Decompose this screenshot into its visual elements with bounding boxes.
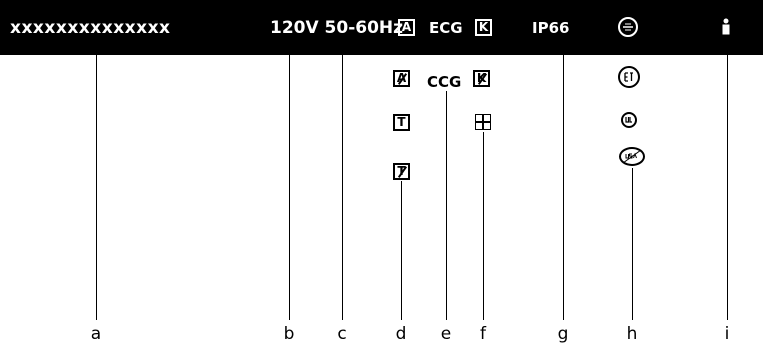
leader-line-b [289, 55, 290, 320]
callout-g: g [557, 324, 569, 344]
leader-line-c [342, 55, 343, 320]
callout-c: c [337, 324, 347, 344]
a-class-struck-box: A [393, 70, 410, 87]
leader-line-d [401, 181, 402, 320]
ip-rating: IP66 [532, 19, 570, 37]
person-icon [722, 18, 730, 35]
grid-cross-icon [475, 114, 491, 130]
callout-b: b [283, 324, 295, 344]
k-class-struck-box: K [473, 70, 490, 87]
leader-line-h [632, 168, 633, 320]
voltage-rating: 120V 50-60Hz [270, 18, 404, 38]
callout-i: i [724, 324, 730, 344]
a-class-box: A [398, 19, 415, 36]
label-header-band: xxxxxxxxxxxxxx 120V 50-60Hz A ECG K IP66 [0, 0, 763, 55]
ecg-label: ECG [429, 19, 463, 37]
ul-mark-icon [621, 112, 637, 128]
leader-line-i [727, 55, 728, 320]
leader-line-g [563, 55, 564, 320]
model-code: xxxxxxxxxxxxxx [10, 18, 171, 38]
leader-line-f [483, 132, 484, 320]
callout-e: e [440, 324, 452, 344]
callout-f: f [480, 324, 486, 344]
k-class-box: K [475, 19, 492, 36]
usa-made-icon [619, 147, 645, 166]
leader-line-a [96, 55, 97, 320]
t-class-box: T [393, 114, 410, 131]
csa-mark-icon [618, 17, 638, 37]
callout-a: a [90, 324, 102, 344]
callout-d: d [395, 324, 407, 344]
leader-line-e [446, 91, 447, 320]
etl-mark-icon [618, 66, 640, 88]
ccg-label: CCG [427, 73, 462, 91]
callout-h: h [626, 324, 638, 344]
t-class-struck-box: T [393, 163, 410, 180]
